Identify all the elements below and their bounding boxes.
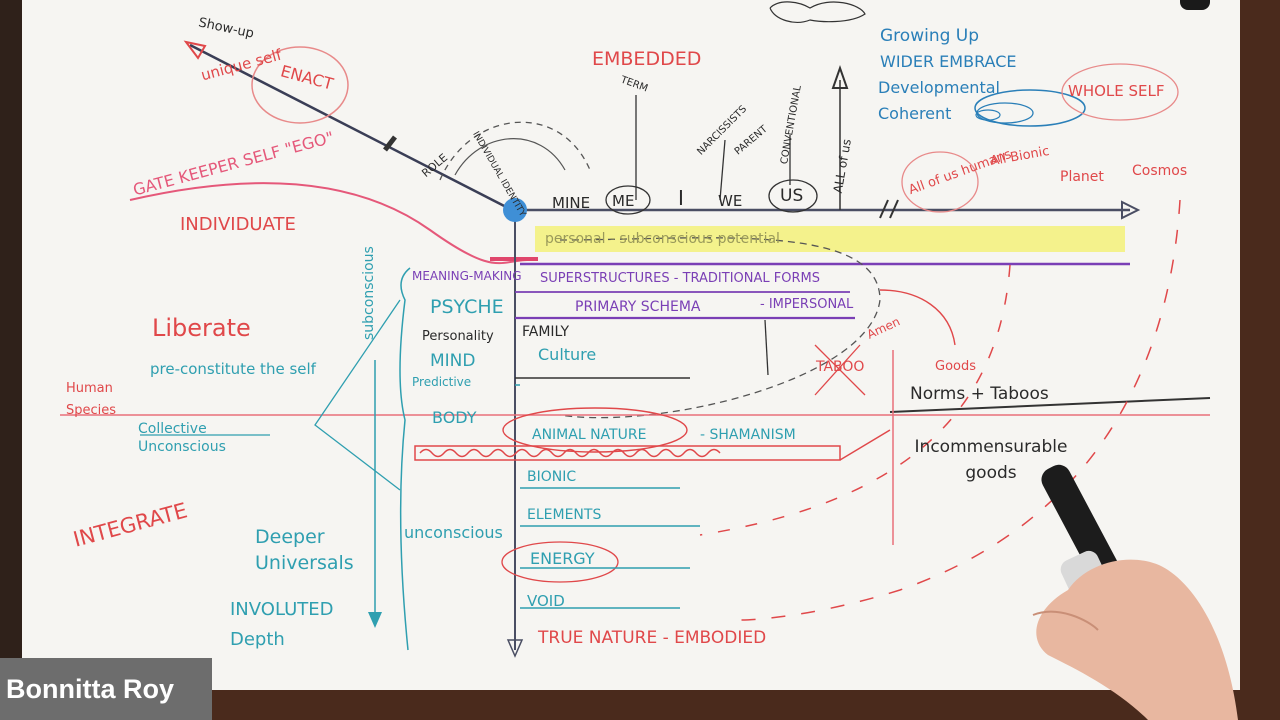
psyche-label: PSYCHE [430,296,504,318]
mind-label: MIND [430,351,476,371]
axis-we: WE [718,192,743,210]
structures-label: SUPERSTRUCTURES - TRADITIONAL FORMS [540,271,820,286]
axis-me: ME [612,192,635,210]
pre-constitute-label: pre-constitute the self [150,360,316,378]
norms-taboos-label: Norms + Taboos [910,384,1049,404]
axis-i: I [678,186,684,210]
personality-label: Personality [422,329,494,344]
hand-with-marker [1032,464,1238,720]
involuted-depth-label: INVOLUTED Depth [230,599,334,650]
axis-us: US [780,186,804,206]
animal-nature-label: ANIMAL NATURE [532,427,647,443]
incommensurable-goods-label: Incommensurable goods [914,437,1068,483]
family-label: FAMILY [522,324,570,340]
liberate-label: Liberate [152,314,251,342]
wider-embrace-label: WIDER EMBRACE [880,52,1017,71]
yellow-band-text: personal - subconscious potential [545,231,780,247]
coherent-label: Coherent [878,104,952,123]
collective-unconscious-label: Collective Unconscious [138,421,226,455]
camera-overlay-control[interactable] [1180,0,1210,10]
culture-label: Culture [538,345,597,364]
body-label: BODY [432,408,477,427]
true-nature-label: TRUE NATURE - EMBODIED [538,628,767,648]
participant-name-tag: Bonnitta Roy [0,658,212,720]
cosmos-label: Cosmos [1132,163,1188,179]
predictive-label: Predictive [412,375,472,389]
individuate-label: INDIVIDUATE [180,214,296,235]
subconscious-label: subconscious [361,246,377,340]
primary-schema-label: PRIMARY SCHEMA [575,299,701,315]
goods-label: Goods [935,359,977,374]
whiteboard-paper [22,0,1240,690]
shamanism-label: - SHAMANISM [700,427,796,443]
embedded-label: EMBEDDED [592,48,702,70]
energy-label: ENERGY [530,549,595,568]
developmental-label: Developmental [878,78,1000,97]
human-species-label: Human Species [66,381,117,418]
taboo-label: TABOO [816,359,865,375]
elements-label: ELEMENTS [527,507,602,523]
meaning-making-label: MEANING-MAKING [412,269,522,283]
whole-self-label: WHOLE SELF [1068,82,1165,100]
growing-up-label: Growing Up [880,26,980,46]
axis-mine: MINE [552,194,591,212]
void-label: VOID [527,592,565,610]
deeper-universals-label: Deeper Universals [255,526,354,574]
bionic-label: BIONIC [527,469,577,485]
planet-label: Planet [1060,169,1104,185]
unconscious-label: unconscious [404,523,503,542]
impersonal-label: - IMPERSONAL [760,297,854,312]
